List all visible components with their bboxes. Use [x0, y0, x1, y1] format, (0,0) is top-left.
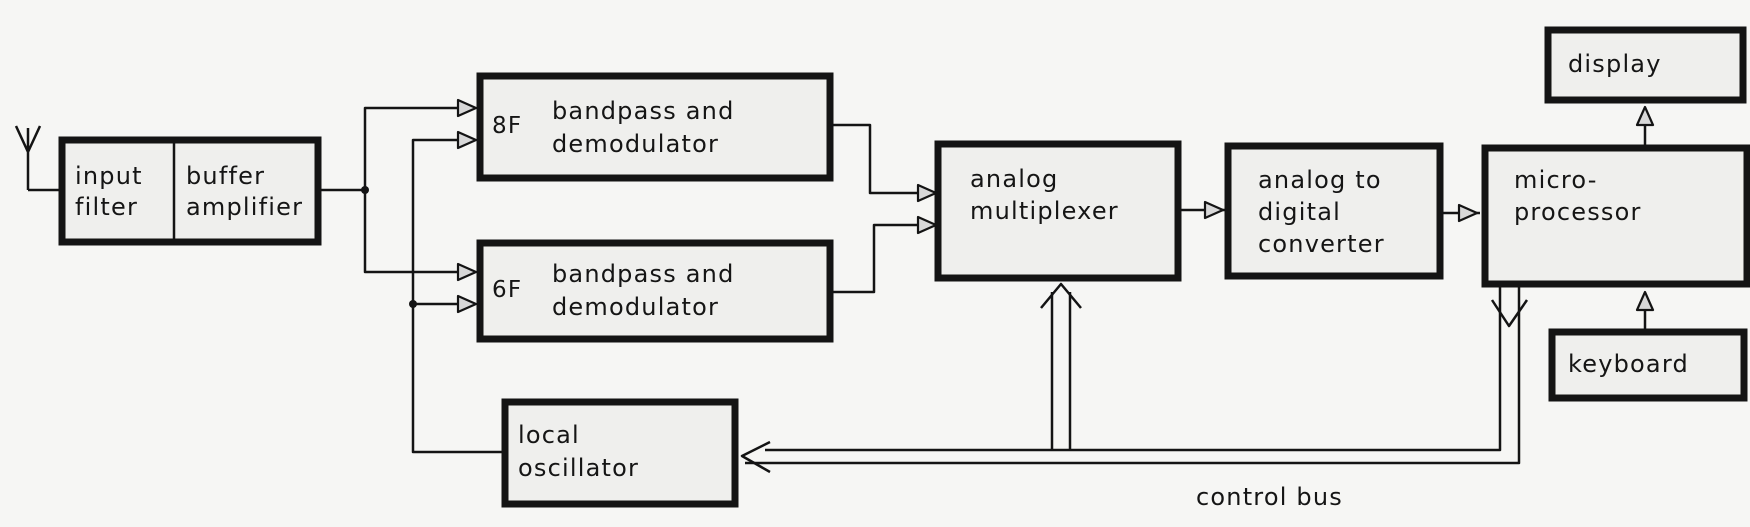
display-block: display — [1544, 26, 1747, 104]
local-oscillator-block: local oscillator — [501, 398, 739, 508]
buffer-amplifier-line-2: amplifier — [186, 193, 303, 221]
keyboard-block: keyboard — [1548, 328, 1748, 402]
bandpass-6f-block: 6F bandpass and demodulator — [476, 239, 834, 343]
control-bus — [740, 282, 1529, 474]
local-oscillator-line-2: oscillator — [518, 454, 639, 482]
input-filter-line-2: filter — [75, 193, 138, 221]
microprocessor-line-1: micro- — [1514, 166, 1598, 194]
bandpass-8f-line-1: bandpass and — [552, 97, 735, 125]
wire-8f-to-mux — [830, 123, 935, 195]
adc-line-3: converter — [1258, 230, 1385, 258]
display-label: display — [1568, 50, 1662, 78]
buffer-amplifier-line-1: buffer — [186, 162, 265, 190]
microprocessor-block: micro- processor — [1481, 144, 1750, 288]
bandpass-8f-block: 8F bandpass and demodulator — [476, 72, 834, 182]
analog-multiplexer-block: analog multiplexer — [934, 140, 1182, 282]
analog-multiplexer-line-1: analog — [970, 165, 1058, 193]
adc-block: analog to digital converter — [1224, 142, 1444, 280]
bandpass-6f-line-1: bandpass and — [552, 260, 735, 288]
antenna-icon — [14, 125, 42, 190]
wire-split-to-8f — [363, 106, 458, 190]
control-bus-label: control bus — [1196, 483, 1343, 511]
bandpass-6f-tag: 6F — [492, 277, 522, 303]
bandpass-6f-line-2: demodulator — [552, 293, 719, 321]
bandpass-8f-tag: 8F — [492, 113, 522, 139]
local-oscillator-line-1: local — [518, 421, 580, 449]
keyboard-label: keyboard — [1568, 350, 1689, 378]
wire-lo-feed — [411, 138, 505, 454]
adc-line-2: digital — [1258, 198, 1341, 226]
signal-wires — [14, 106, 1647, 454]
adc-line-1: analog to — [1258, 166, 1382, 194]
wire-split-to-6f — [363, 190, 458, 274]
microprocessor-line-2: processor — [1514, 198, 1642, 226]
input-filter-buffer-block: input filter buffer amplifier — [58, 136, 322, 246]
analog-multiplexer-line-2: multiplexer — [970, 197, 1119, 225]
arrowheads — [456, 98, 1655, 314]
wire-6f-to-mux — [830, 223, 935, 294]
bandpass-8f-line-2: demodulator — [552, 130, 719, 158]
input-filter-line-1: input — [75, 162, 143, 190]
